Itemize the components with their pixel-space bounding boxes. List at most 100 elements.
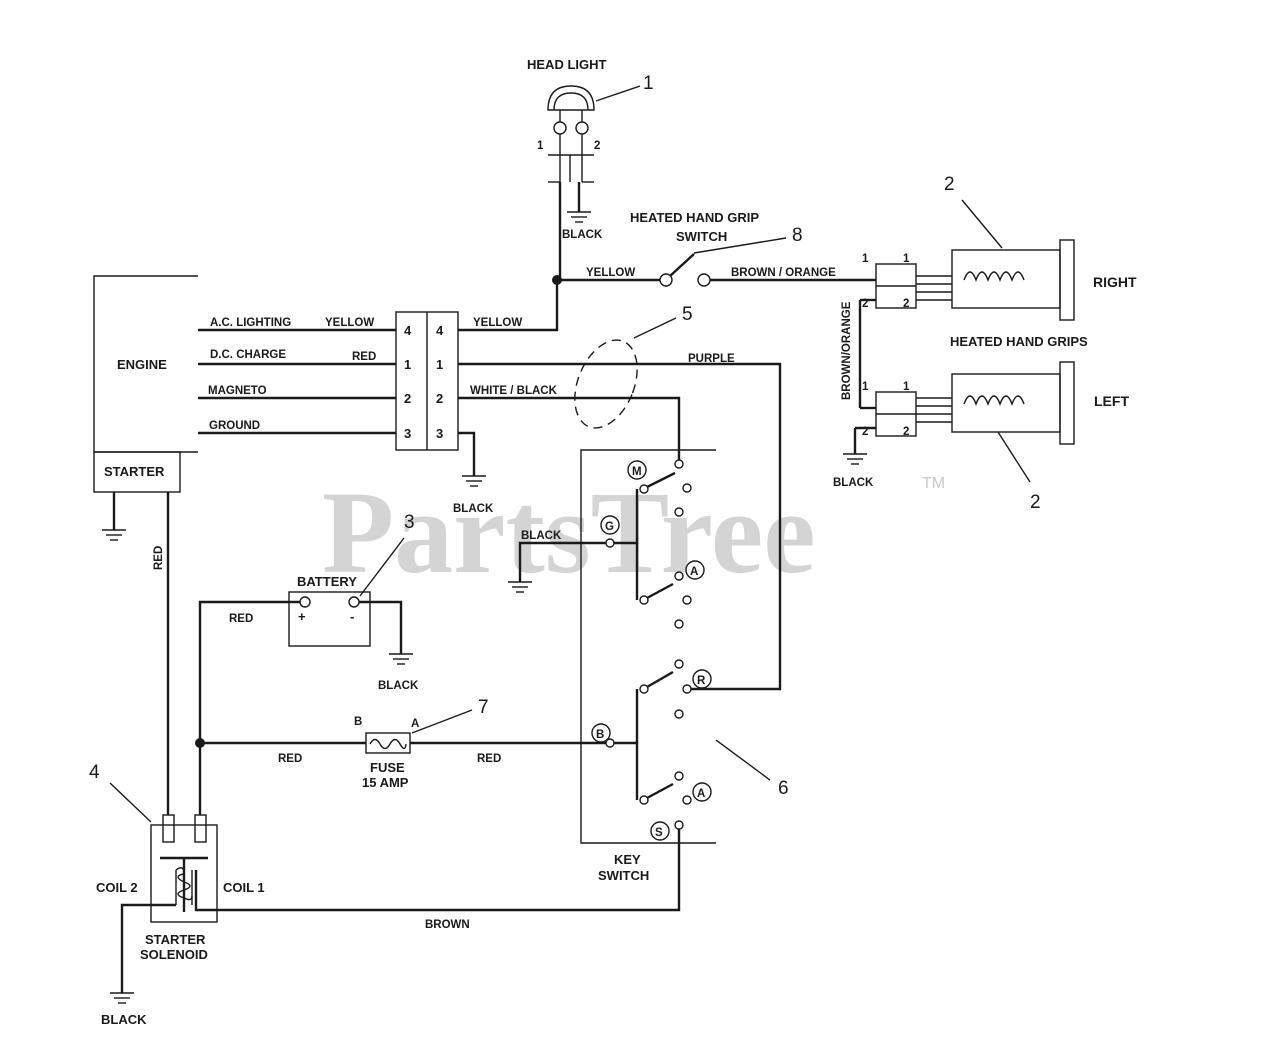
headlight-ground-label: BLACK xyxy=(562,229,603,241)
battery-negative: - xyxy=(350,609,354,624)
headlight-title: HEAD LIGHT xyxy=(527,57,607,72)
pin-label: 2 xyxy=(862,426,868,438)
right-grip xyxy=(951,239,1075,321)
callout-2-top: 2 xyxy=(944,174,955,195)
white-black-wire-label: WHITE / BLACK xyxy=(470,385,558,397)
yellow-wire-label: YELLOW xyxy=(586,267,635,279)
pin-label: 1 xyxy=(903,381,910,393)
connector-pin-label: 2 xyxy=(404,391,411,406)
key-terminal-s: S xyxy=(655,827,663,839)
lead-ac-lighting: A.C. LIGHTING xyxy=(210,317,291,329)
callout-6-leader xyxy=(715,739,771,781)
callout-2-leader-bottom xyxy=(997,431,1031,483)
headlight-bulb-icon xyxy=(547,85,595,111)
headlight-pin1 xyxy=(553,121,567,135)
connector-pin-label: 2 xyxy=(436,391,443,406)
lead-ac-lighting-color: YELLOW xyxy=(325,317,374,329)
key-terminal-m: M xyxy=(632,466,642,478)
connector-pin-label: 4 xyxy=(436,323,444,338)
callout-5-leader xyxy=(633,317,677,339)
solenoid-coil1-label: COIL 1 xyxy=(223,880,265,895)
left-grip-label: LEFT xyxy=(1094,393,1129,409)
battery-ground-label: BLACK xyxy=(378,680,419,692)
heater-coil-icon xyxy=(963,271,1025,282)
key-switch-ground-wire-label: BLACK xyxy=(521,530,562,542)
solenoid-title: STARTER xyxy=(145,932,206,947)
grip-switch-title: HEATED HAND GRIP xyxy=(630,210,759,225)
lead-dc-charge: D.C. CHARGE xyxy=(210,349,286,361)
callout-7-leader xyxy=(411,709,473,734)
callout-3: 3 xyxy=(404,512,415,533)
pin-label: 1 xyxy=(862,253,869,265)
ground-icon xyxy=(389,653,413,665)
headlight-pin1-label: 1 xyxy=(537,140,544,152)
purple-wire-label: PURPLE xyxy=(688,353,735,365)
callout-8: 8 xyxy=(792,225,803,246)
fuse: B A FUSE 15 AMP xyxy=(354,716,419,790)
brown-wire-label: BROWN xyxy=(425,919,470,931)
starter-solenoid xyxy=(150,814,218,923)
grip-connector-left: 1 1 2 2 xyxy=(862,381,917,438)
grip-switch-terminal-in xyxy=(659,273,673,287)
fuse-icon xyxy=(369,738,407,750)
ground-icon xyxy=(110,992,134,1004)
fuse-title: FUSE xyxy=(370,760,405,775)
ground-icon xyxy=(567,211,591,223)
fuse-rating: 15 AMP xyxy=(362,775,409,790)
watermark-trademark: TM xyxy=(922,475,945,492)
brown-orange-wire-label: BROWN / ORANGE xyxy=(731,267,836,279)
ground-icon xyxy=(508,581,532,593)
callout-3-leader xyxy=(359,537,405,597)
battery-positive: + xyxy=(298,609,306,624)
headlight: HEAD LIGHT 1 2 BLACK xyxy=(527,57,607,280)
watermark-text: PartsTree xyxy=(322,467,816,598)
callout-2-leader-top xyxy=(961,199,1003,249)
yellow-out-label: YELLOW xyxy=(473,317,522,329)
connector-pin-label: 3 xyxy=(436,426,443,441)
fuse-right-wire-label: RED xyxy=(477,753,501,765)
key-terminal-b: B xyxy=(596,729,604,741)
connector-pin-label: 1 xyxy=(404,357,411,372)
lead-ground: GROUND xyxy=(209,420,260,432)
lead-magneto: MAGNETO xyxy=(208,385,267,397)
key-terminal-a-upper: A xyxy=(690,566,698,578)
callout-1: 1 xyxy=(643,73,654,94)
battery-title: BATTERY xyxy=(297,574,357,589)
ground-icon xyxy=(462,475,486,487)
solenoid-coil2-label: COIL 2 xyxy=(96,880,138,895)
callout-5: 5 xyxy=(682,304,693,325)
solenoid-coil-icon xyxy=(175,867,193,901)
engine-connector: 4 1 2 3 4 1 2 3 xyxy=(395,311,459,451)
connector-pin-label: 3 xyxy=(404,426,411,441)
grip-switch-subtitle: SWITCH xyxy=(676,229,727,244)
pin-label: 1 xyxy=(903,253,910,265)
key-terminal-r: R xyxy=(697,675,706,687)
grips-ground-label: BLACK xyxy=(833,477,874,489)
fuse-term-b: B xyxy=(354,716,362,728)
grip-switch-terminal-out xyxy=(697,273,711,287)
solenoid-ground-label: BLACK xyxy=(101,1012,147,1027)
callout-4-leader xyxy=(109,782,152,823)
cross-wire-label: BROWN/ORANGE xyxy=(841,301,853,400)
key-terminal-g: G xyxy=(605,521,614,533)
lead-dc-charge-color: RED xyxy=(352,351,376,363)
fuse-term-a: A xyxy=(411,718,419,730)
connector-ground-label: BLACK xyxy=(453,503,494,515)
callout-6: 6 xyxy=(778,778,789,799)
connector-pin-label: 4 xyxy=(404,323,412,338)
connector-pin-label: 1 xyxy=(436,357,443,372)
grip-connector-right: 1 1 2 2 xyxy=(862,253,917,310)
callout-8-leader xyxy=(693,237,787,254)
pin-label: 2 xyxy=(903,298,909,310)
callout-4: 4 xyxy=(89,762,100,783)
headlight-pin2-label: 2 xyxy=(594,140,600,152)
ground-icon xyxy=(102,529,126,541)
key-switch-subtitle: SWITCH xyxy=(598,868,649,883)
grips-title: HEATED HAND GRIPS xyxy=(950,334,1088,349)
callout-7: 7 xyxy=(478,697,489,718)
battery: BATTERY + - xyxy=(288,574,371,647)
engine-title: ENGINE xyxy=(117,357,167,372)
pin-label: 1 xyxy=(862,381,869,393)
pin-label: 2 xyxy=(862,298,868,310)
